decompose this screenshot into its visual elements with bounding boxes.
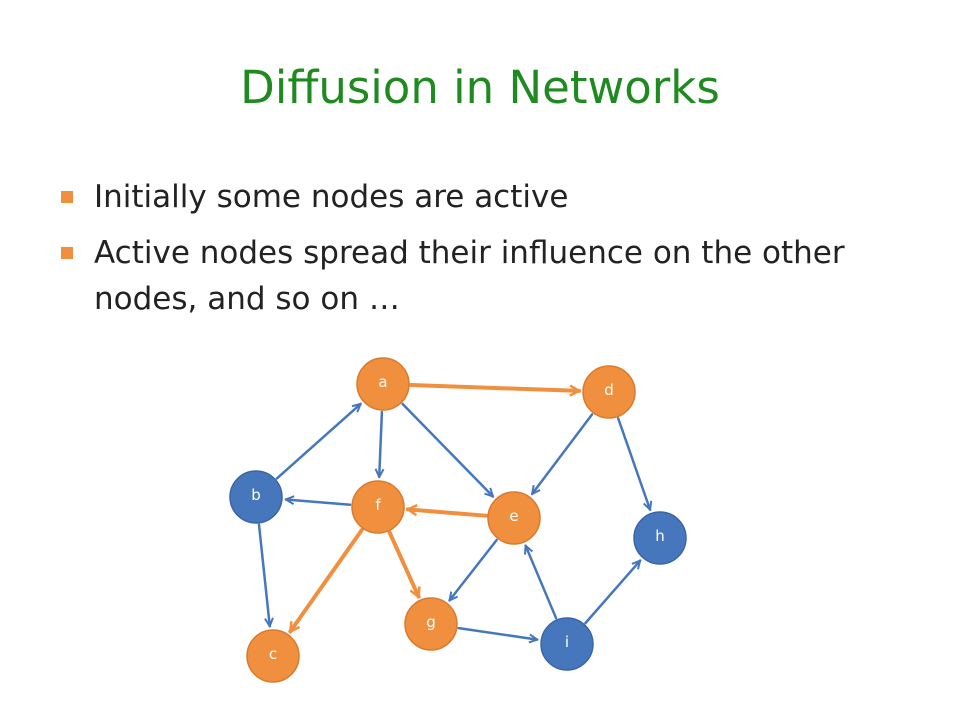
bullet-item: Initially some nodes are active <box>58 174 918 220</box>
square-bullet-icon <box>61 191 73 203</box>
square-bullet-icon <box>61 247 73 259</box>
node-label: f <box>375 496 381 514</box>
node-label: a <box>378 373 387 391</box>
edge-a-d <box>409 383 579 391</box>
node-a: a <box>356 357 410 411</box>
edge-g-i <box>457 626 538 640</box>
node-circle <box>487 491 541 545</box>
bullet-list: Initially some nodes are active Active n… <box>58 174 918 332</box>
node-circle <box>356 357 410 411</box>
edge-e-f <box>408 509 489 518</box>
edge-a-e <box>401 402 493 497</box>
node-circle <box>540 617 594 671</box>
node-circle <box>404 597 458 651</box>
edges-layer <box>257 383 650 640</box>
edge-f-g <box>387 530 419 597</box>
edge-b-c <box>257 523 270 626</box>
node-label: b <box>251 486 261 504</box>
node-g: g <box>404 597 458 651</box>
node-c: c <box>246 629 300 683</box>
node-circle <box>582 365 636 419</box>
node-d: d <box>582 365 636 419</box>
edge-d-h <box>616 417 650 509</box>
node-e: e <box>487 491 541 545</box>
edge-i-h <box>584 561 641 625</box>
node-h: h <box>633 511 687 565</box>
node-label: g <box>426 613 436 631</box>
node-i: i <box>540 617 594 671</box>
bullet-item: Active nodes spread their influence on t… <box>58 230 918 322</box>
node-b: b <box>229 470 283 524</box>
node-label: c <box>269 645 277 663</box>
node-circle <box>229 470 283 524</box>
node-label: d <box>604 381 614 399</box>
nodes-layer: a b c d e f g h i <box>229 357 687 683</box>
node-label: e <box>509 507 518 525</box>
bullet-text: Initially some nodes are active <box>94 179 569 215</box>
node-circle <box>351 480 405 534</box>
bullet-text: Active nodes spread their influence on t… <box>94 235 845 317</box>
node-label: i <box>565 633 569 651</box>
slide-title: Diffusion in Networks <box>240 61 720 114</box>
edge-e-g <box>450 538 498 600</box>
node-circle <box>246 629 300 683</box>
edge-a-f <box>379 410 382 479</box>
node-f: f <box>351 480 405 534</box>
node-circle <box>633 511 687 565</box>
edge-b-a <box>275 404 361 480</box>
node-label: h <box>655 527 665 545</box>
edge-i-e <box>526 546 558 620</box>
edge-d-e <box>532 413 594 494</box>
edge-f-c <box>288 527 364 632</box>
edge-f-b <box>286 500 352 506</box>
